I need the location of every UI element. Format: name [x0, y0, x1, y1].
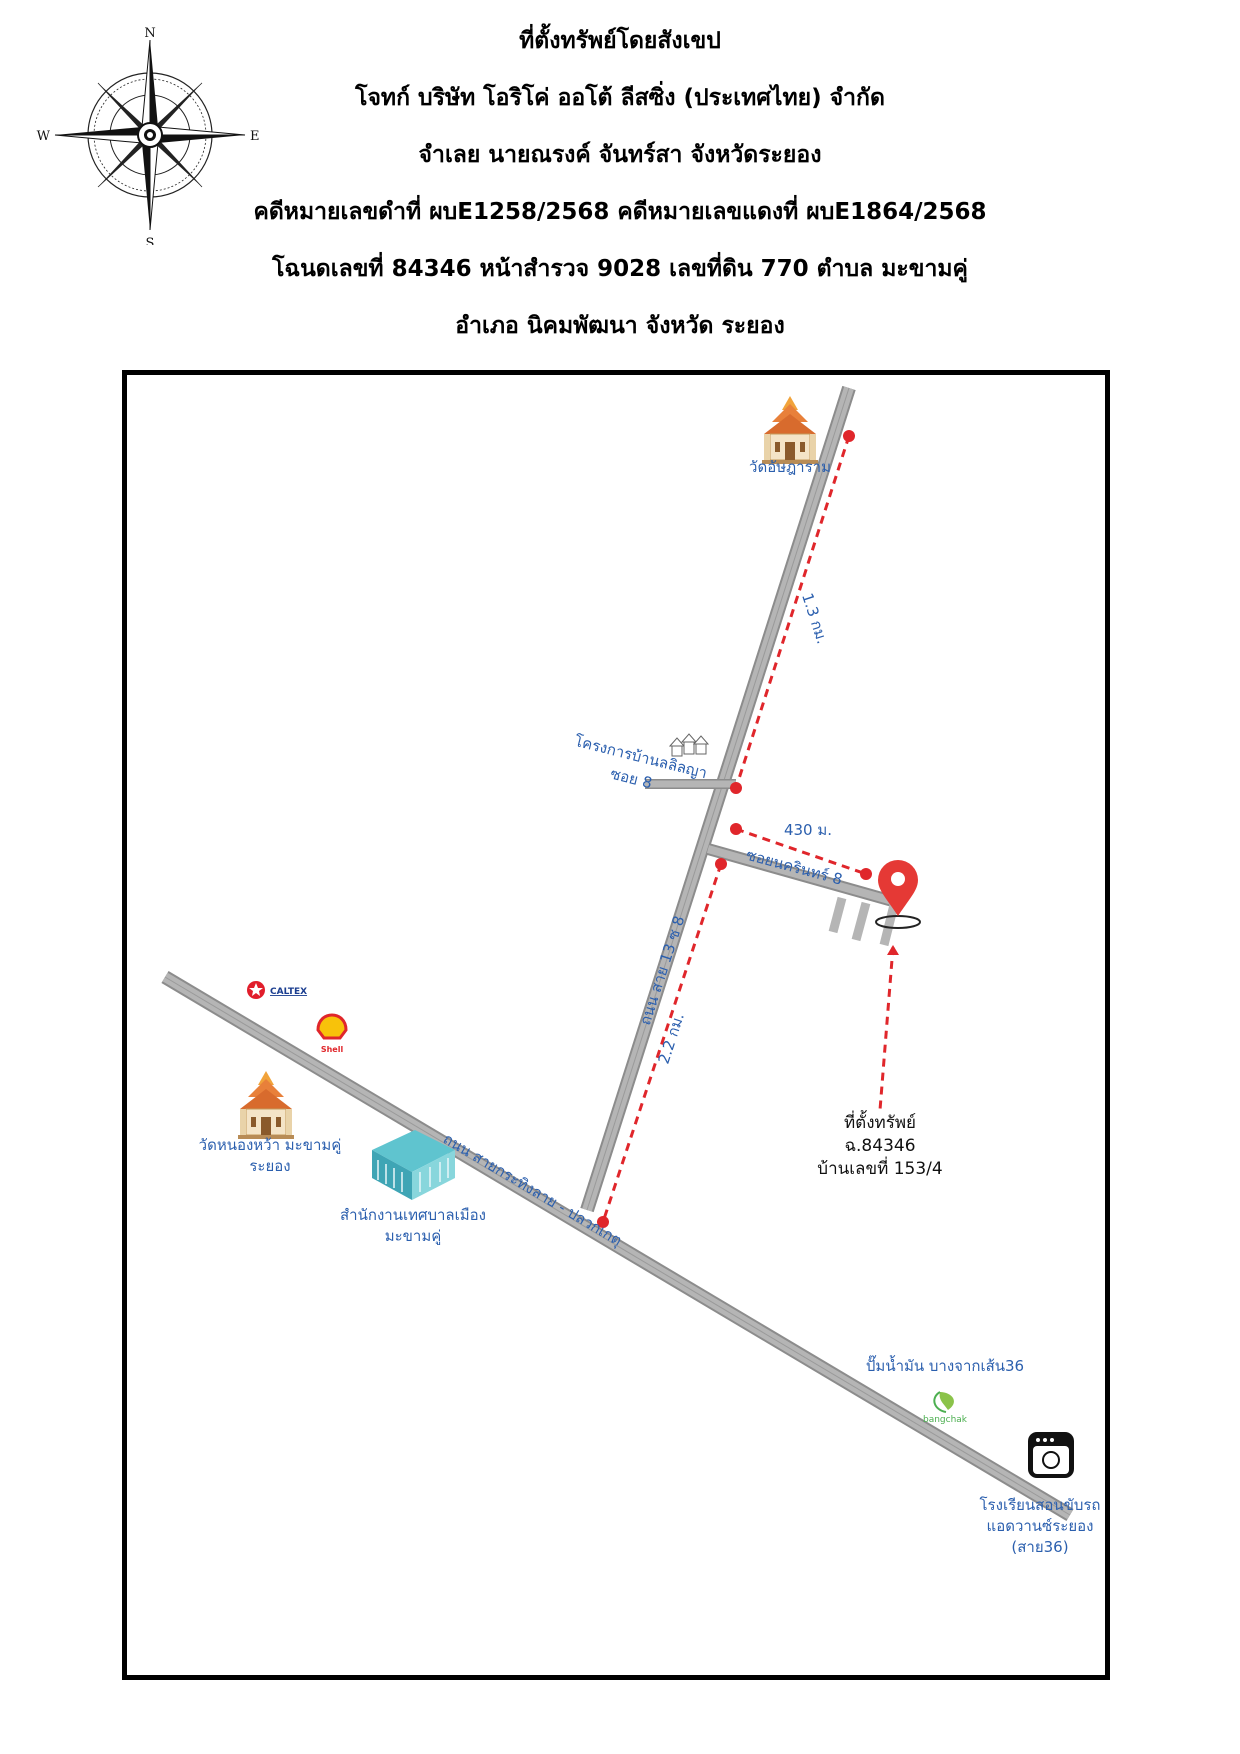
property-label: ที่ตั้งทรัพย์	[844, 1110, 916, 1133]
compass-n: N	[144, 26, 155, 41]
bangchak-logo-icon: bangchak	[923, 1391, 968, 1425]
municipal-label-2: มะขามคู่	[385, 1227, 442, 1245]
driving-school-label-3: (สาย36)	[1011, 1538, 1068, 1556]
caltex-logo-icon: CALTEX	[247, 981, 307, 999]
map-header: ที่ตั้งทรัพย์โดยสังเขป โจทก์ บริษัท โอริ…	[0, 30, 1240, 372]
header-deed: โฉนดเลขที่ 84346 หน้าสำรวจ 9028 เลขที่ดิ…	[272, 256, 968, 282]
village-houses-icon	[668, 733, 710, 757]
temple-north-icon	[761, 395, 819, 465]
shell-logo-icon: Shell	[316, 1013, 348, 1054]
temple-north-label: วัดอัษฎาราม	[749, 458, 831, 476]
driving-school-icon	[1028, 1432, 1074, 1478]
driving-school-label-2: แอดวานซ์ระยอง	[987, 1517, 1094, 1535]
header-district: อำเภอ นิคมพัฒนา จังหวัด ระยอง	[455, 313, 785, 339]
temple-west-province: ระยอง	[249, 1157, 290, 1175]
municipal-building-icon	[372, 1130, 455, 1200]
road-13-label: ถนน สาย 13 ซ 8	[636, 914, 688, 1028]
temple-west-icon	[237, 1070, 295, 1140]
village-soi-label: ซอย 8	[609, 765, 654, 793]
property-house-no: บ้านเลขที่ 153/4	[817, 1156, 942, 1179]
temple-west-label: วัดหนองหว้า มะขามคู่	[199, 1136, 342, 1154]
distance-east-label: 430 ม.	[784, 821, 832, 839]
compass-s: S	[146, 236, 155, 245]
distance-south-label: 2.2 กม.	[655, 1011, 688, 1066]
municipal-label: สำนักงานเทศบาลเมือง	[340, 1206, 486, 1224]
compass-w: W	[37, 129, 51, 144]
caltex-text: CALTEX	[270, 987, 307, 997]
driving-school-label: โรงเรียนสอนขับรถ	[980, 1496, 1101, 1514]
map-frame	[122, 370, 1110, 1680]
bangchak-text: bangchak	[923, 1415, 968, 1425]
distance-north-label: 1.3 กม.	[798, 591, 831, 646]
gas-station-label: ปั๊มน้ำมัน บางจากเส้น36	[866, 1355, 1024, 1375]
shell-text: Shell	[321, 1045, 344, 1054]
header-case-numbers: คดีหมายเลขดำที่ ผบE1258/2568 คดีหมายเลขแ…	[253, 199, 987, 225]
header-defendant: จำเลย นายณรงค์ จันทร์สา จังหวัดระยอง	[418, 142, 822, 168]
compass-e: E	[250, 129, 260, 144]
property-pin-icon	[875, 860, 921, 929]
compass-rose-icon: N S E W	[37, 26, 260, 245]
header-plaintiff: โจทก์ บริษัท โอริโค่ ออโต้ ลีสซิ่ง (ประเ…	[355, 85, 885, 111]
header-title: ที่ตั้งทรัพย์โดยสังเขป	[519, 28, 721, 54]
property-deed: ฉ.84346	[844, 1136, 915, 1156]
